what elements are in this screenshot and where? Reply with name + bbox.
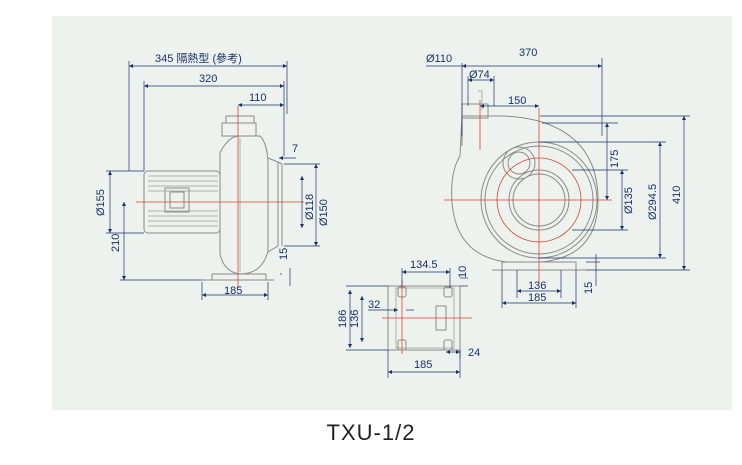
- dim-outlet-label: 110: [249, 92, 267, 104]
- dim-volute-label: Ø294.5: [647, 184, 659, 220]
- dim-overall-label: 345 隔熱型 (參考): [155, 51, 242, 65]
- dim-base-width-label: 185: [224, 285, 242, 297]
- blower-housing: [219, 135, 269, 275]
- dim-slot-label: 32: [368, 299, 380, 311]
- inlet-cone: [267, 157, 279, 253]
- model-caption: TXU-1/2: [326, 420, 416, 445]
- outlet-flange: [221, 122, 257, 137]
- dim-length-label: 320: [199, 73, 217, 85]
- dim-total-h-label: 410: [671, 186, 683, 204]
- side-base: [211, 273, 267, 281]
- dim-inlet-label: Ø135: [623, 187, 635, 214]
- dim-front-base-thk-label: 15: [583, 282, 595, 294]
- volute-casing: [451, 115, 599, 263]
- hub-circle: [502, 146, 536, 180]
- dim-front-base-width-label: 185: [528, 292, 546, 304]
- side-view: [106, 61, 320, 300]
- dim-motor-dia-label: Ø155: [95, 189, 107, 216]
- front-view: [426, 58, 690, 308]
- base-view: [346, 268, 472, 378]
- dim-base-depth-inner-label: 136: [349, 310, 361, 328]
- dim-flange-label: 7: [292, 143, 298, 155]
- dim-height-label: 210: [110, 234, 122, 252]
- dim-base-depth-outer-label: 186: [337, 310, 349, 328]
- dim-base-length-label: 134.5: [410, 259, 438, 271]
- dim-base-edge-label: 10: [457, 266, 469, 278]
- technical-drawing: 345 隔熱型 (參考) 320 110 7 Ø155 210 Ø118 Ø15…: [52, 16, 732, 410]
- dim-width-label: 370: [519, 47, 537, 59]
- dim-inlet-outer-label: Ø150: [318, 199, 330, 226]
- dim-base-width-bottom-label: 185: [414, 359, 432, 371]
- dim-base-thk-label: 15: [278, 248, 290, 260]
- dim-offset-label: 150: [508, 95, 526, 107]
- terminal-box: [164, 187, 190, 213]
- drawing-canvas: 345 隔熱型 (參考) 320 110 7 Ø155 210 Ø118 Ø15…: [95, 47, 690, 378]
- dim-outlet-dia-label: Ø110: [426, 53, 452, 65]
- dim-corner-label: 24: [468, 347, 480, 359]
- dim-hole-span-label: 136: [528, 280, 546, 292]
- dim-center-h-label: 175: [609, 150, 621, 168]
- dim-inlet-inner-label: Ø118: [304, 194, 316, 220]
- dim-outlet-inner-label: Ø74: [469, 69, 490, 81]
